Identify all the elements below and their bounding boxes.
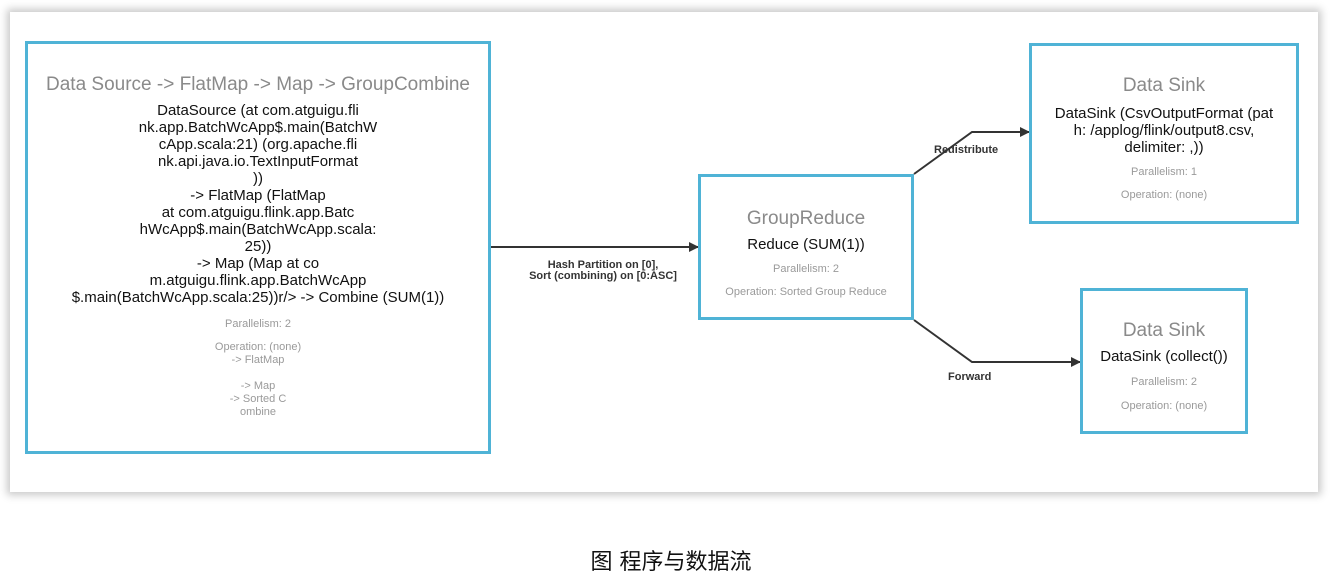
node-group-reduce[interactable]: GroupReduce Reduce (SUM(1)) Parallelism:…: [698, 174, 914, 320]
edge-label-redistribute: Redistribute: [934, 144, 999, 156]
node-parallelism: Parallelism: 2: [1130, 376, 1198, 388]
edge-label-hash-partition: Hash Partition on [0], Sort (combining) …: [529, 259, 677, 282]
node-title: Data Source -> FlatMap -> Map -> GroupCo…: [46, 74, 470, 95]
node-title: GroupReduce: [746, 208, 866, 229]
node-parallelism: Parallelism: 2: [772, 263, 840, 275]
node-description: DataSink (collect()): [1100, 348, 1228, 365]
node-data-sink-collect[interactable]: Data Sink DataSink (collect()) Paralleli…: [1080, 288, 1248, 434]
figure-caption: 图 程序与数据流: [590, 550, 752, 575]
node-operation: Operation: (none): [1120, 189, 1208, 201]
edge-redistribute: [913, 127, 1030, 175]
node-title: Data Sink: [1122, 320, 1206, 341]
node-parallelism: Parallelism: 2: [224, 318, 292, 330]
node-operation: Operation: Sorted Group Reduce: [725, 286, 887, 298]
node-operation: Operation: (none): [1120, 400, 1208, 412]
node-data-sink-csv[interactable]: Data Sink DataSink (CsvOutputFormat (pat…: [1029, 43, 1299, 224]
node-title: Data Sink: [1122, 75, 1206, 96]
edge-forward: [913, 319, 1081, 367]
node-description: DataSink (CsvOutputFormat (pat h: /applo…: [1054, 105, 1274, 156]
node-data-source[interactable]: Data Source -> FlatMap -> Map -> GroupCo…: [25, 41, 491, 454]
node-description: Reduce (SUM(1)): [747, 236, 865, 253]
node-operation: Operation: (none) -> FlatMap -> Map -> S…: [214, 341, 302, 418]
node-parallelism: Parallelism: 1: [1130, 166, 1198, 178]
node-description: DataSource (at com.atguigu.fli nk.app.Ba…: [71, 102, 445, 306]
edge-label-forward: Forward: [948, 371, 992, 383]
